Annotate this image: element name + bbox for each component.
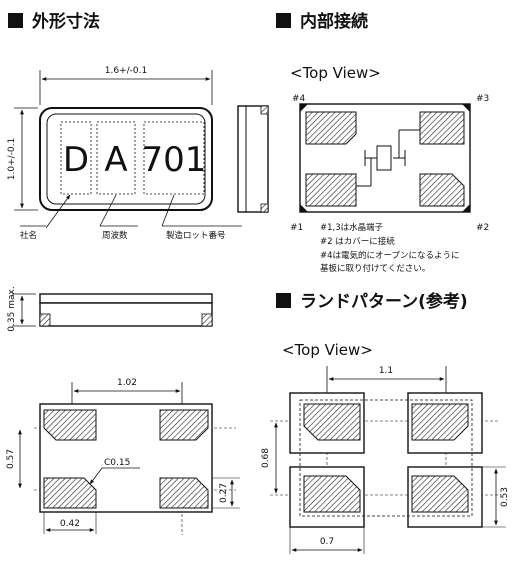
label-lot: 製造ロット番号 <box>166 230 226 241</box>
land-dim-pitch: 1.1 <box>379 366 393 376</box>
dim-chamfer: C0.15 <box>104 458 130 468</box>
internal-note-4: 基板に取り付けてください。 <box>320 263 430 274</box>
dim-thickness: 0.35 max. <box>7 286 17 331</box>
dim-pad-pitch: 1.02 <box>117 378 137 388</box>
heading-outline-text: 外形寸法 <box>32 11 100 32</box>
heading-outline: 外形寸法 <box>8 11 100 32</box>
internal-note-1: #1,3は水晶端子 <box>320 222 384 233</box>
marking-lot: 701 <box>142 140 207 180</box>
outline-side-view <box>237 105 269 213</box>
land-dim-width: 0.7 <box>320 537 334 547</box>
heading-land-text: ランドパターン(参考) <box>300 291 468 312</box>
outline-top-view: 1.6+/-0.1 1.0+/-0.1 D A 701 社名 周波数 製造ロット… <box>7 66 242 241</box>
heading-land: ランドパターン(参考) <box>276 291 468 312</box>
internal-top-view-label: <Top View> <box>290 64 381 82</box>
internal-connection: <Top View> #4 #3 #1 #2 #1,3は水晶端子 #2 はカバー… <box>290 64 489 274</box>
internal-note-2: #2 はカバーに接続 <box>320 236 395 247</box>
outline-front-view: 0.35 max. <box>7 286 213 332</box>
dim-pad-height: 0.27 <box>219 483 229 503</box>
dim-pad-width: 0.42 <box>60 519 80 529</box>
dim-width: 1.6+/-0.1 <box>105 66 147 76</box>
land-pattern: <Top View> 1.1 0.68 0.53 <box>261 341 510 554</box>
dim-pad-vertical: 0.57 <box>6 449 16 469</box>
pin-1-label: #1 <box>290 223 303 233</box>
land-dim-height: 0.53 <box>500 487 510 507</box>
dim-height: 1.0+/-0.1 <box>7 138 17 180</box>
internal-note-3: #4は電気的にオープンになるように <box>320 250 460 261</box>
outline-bottom-view: 1.02 0.57 C0.15 0.27 0.42 <box>6 378 240 535</box>
marking-company: D <box>63 140 89 180</box>
label-frequency: 周波数 <box>102 230 128 241</box>
land-dim-vertical: 0.68 <box>261 448 271 468</box>
pin-2-label: #2 <box>476 223 489 233</box>
heading-internal-text: 内部接続 <box>300 11 368 32</box>
marking-frequency: A <box>104 140 127 180</box>
pin-4-label: #4 <box>292 94 306 104</box>
label-company: 社名 <box>20 230 37 241</box>
pin-3-label: #3 <box>476 94 489 104</box>
heading-internal: 内部接続 <box>276 11 368 32</box>
land-top-view-label: <Top View> <box>282 341 373 359</box>
